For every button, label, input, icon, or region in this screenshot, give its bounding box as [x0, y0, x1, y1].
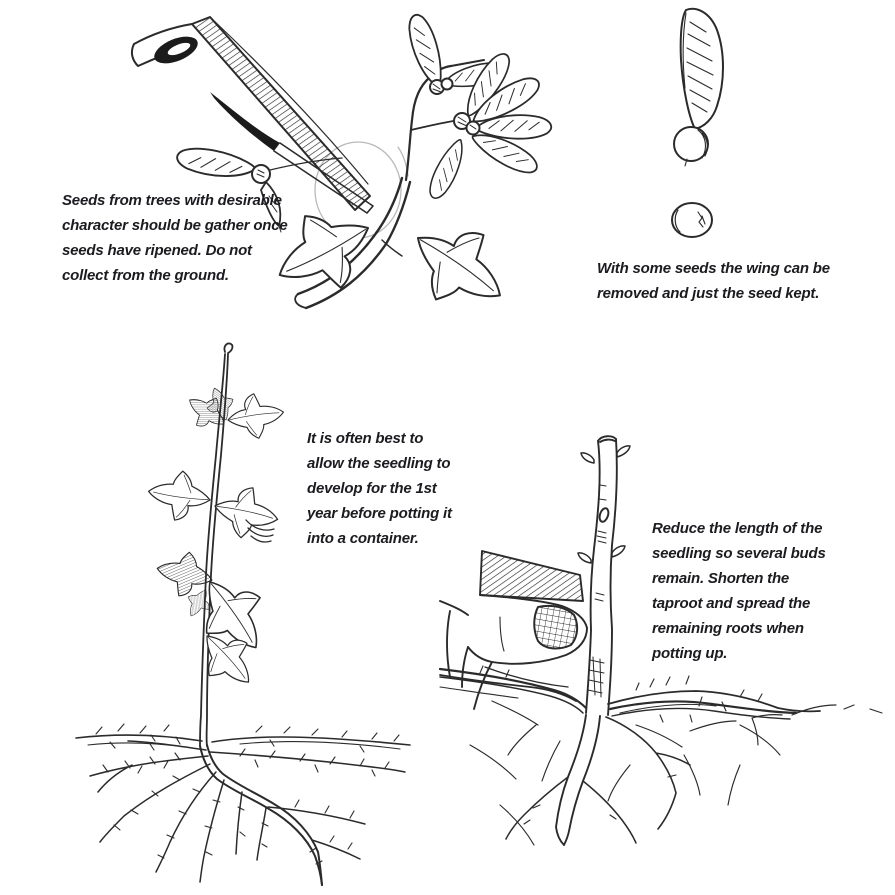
sketch-seed-wing — [671, 7, 724, 238]
samara-wing — [679, 7, 724, 130]
illustration-prune-seedling — [438, 425, 895, 895]
caption-line: character should be gather once — [62, 217, 288, 234]
soil-line-right — [439, 665, 821, 723]
caption-line: seedling so several buds — [652, 545, 826, 562]
samara-cluster-right — [422, 48, 553, 203]
sketch-seedling — [75, 342, 411, 886]
caption-seed-wing: With some seeds the wing can be removed … — [597, 256, 830, 306]
bare-seed — [671, 202, 713, 238]
soil-cracks — [469, 696, 883, 846]
caption-line: potting up. — [652, 645, 728, 662]
fibrous-roots — [89, 734, 406, 883]
soil-line — [75, 723, 411, 753]
caption-prune-seedling: Reduce the length of the seedling so sev… — [652, 516, 826, 666]
caption-line: removed and just the seed kept. — [597, 285, 820, 302]
samara-cluster-top — [403, 10, 510, 95]
caption-line: develop for the 1st — [307, 480, 437, 497]
caption-line: allow the seedling to — [307, 455, 451, 472]
caption-line: taproot and spread the — [652, 595, 811, 612]
samara-pair-left — [173, 142, 282, 233]
illustration-seed-wing — [640, 0, 800, 250]
hand-thumb — [439, 550, 588, 710]
caption-line: Seeds from trees with desirable — [62, 192, 282, 209]
caption-line: remaining roots when — [652, 620, 804, 637]
caption-line: seeds have ripened. Do not — [62, 242, 252, 259]
caption-collect-seeds: Seeds from trees with desirable characte… — [62, 188, 288, 288]
caption-line: collect from the ground. — [62, 267, 229, 284]
caption-line: It is often best to — [307, 430, 424, 447]
illustration-collect-seeds — [130, 0, 553, 330]
sketch-collect-seeds — [130, 10, 553, 330]
secateurs — [130, 16, 374, 214]
taproot — [199, 744, 323, 886]
maple-leaves — [259, 191, 524, 330]
caption-line: year before potting it — [307, 505, 452, 522]
caption-seedling: It is often best to allow the seedling t… — [307, 426, 452, 551]
caption-line: Reduce the length of the — [652, 520, 823, 537]
caption-line: remain. Shorten the — [652, 570, 790, 587]
samara-seed — [673, 126, 709, 167]
caption-line: into a container. — [307, 530, 419, 547]
caption-line: With some seeds the wing can be — [597, 260, 830, 277]
pruned-stem — [577, 435, 631, 716]
sketch-prune-seedling — [438, 435, 883, 846]
spread-roots — [438, 667, 798, 846]
seedling-leaves — [144, 383, 288, 700]
illustration-seedling — [60, 340, 420, 895]
